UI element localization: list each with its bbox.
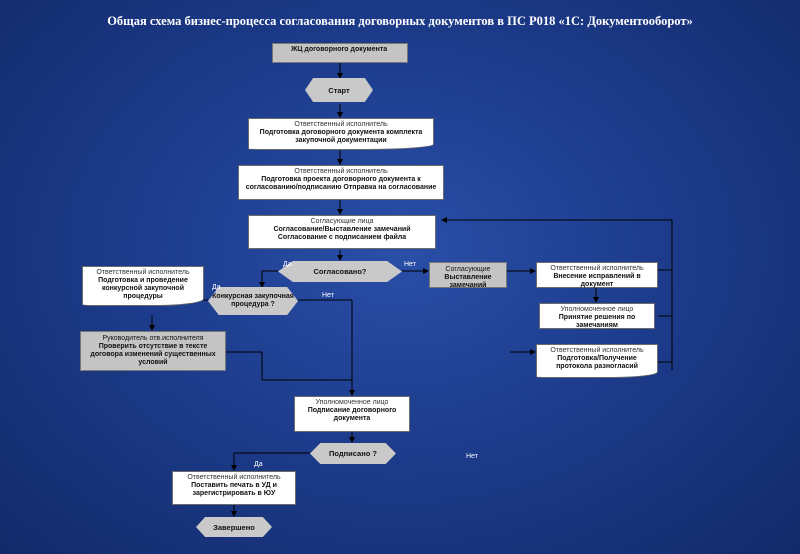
no-label: Нет [322,292,334,299]
end-node: Завершено [196,517,272,537]
step-task: Подписание договорного документа [307,407,397,422]
step-role: Ответственный исполнитель [96,269,190,276]
step-task: Подготовка договорного документа комплек… [259,129,423,144]
step-role: Уполномоченное лицо [560,306,634,313]
prepare-document-step: Ответственный исполнитель Подготовка дог… [248,118,434,150]
signed-decision: Подписано ? [310,443,396,464]
step-role: Руководитель отв.исполнителя [102,335,204,342]
yes-label: Да [212,284,221,291]
step-role: Согласующие [445,266,491,273]
step-task: Подготовка и проведение конкурсной закуп… [98,277,188,300]
step-task: Подготовка проекта договорного документа… [245,176,437,191]
step-task: Согласование/Выставление замечаний Согла… [273,226,411,241]
yes-label: Да [254,461,263,468]
step-role: Ответственный исполнитель [294,121,388,128]
tender-decision: Конкурсная закупочная процедура ? [208,287,298,315]
no-label: Нет [404,261,416,268]
check-changes-step: Руководитель отв.исполнителя Проверить о… [80,331,226,371]
start-node: Старт [305,78,373,102]
lifecycle-box: ЖЦ договорного документа [272,43,408,63]
approval-step: Согласующие лица Согласование/Выставлени… [248,215,436,249]
no-label: Нет [466,453,478,460]
page-title: Общая схема бизнес-процесса согласования… [107,14,693,28]
corrections-step: Ответственный исполнитель Внесение испра… [536,262,658,288]
step-role: Ответственный исполнитель [550,265,644,272]
signing-step: Уполномоченное лицо Подписание договорно… [294,396,410,432]
step-role: Ответственный исполнитель [294,168,388,175]
step-task: Проверить отсутствие в тексте договора и… [90,343,216,366]
step-role: Уполномоченное лицо [315,399,389,406]
step-role: Ответственный исполнитель [187,474,281,481]
step-role: Ответственный исполнитель [550,347,644,354]
step-task: Принятие решения по замечаниям [558,314,636,329]
yes-label: Да [283,261,292,268]
disagreement-protocol-step: Ответственный исполнитель Подготовка/Пол… [536,344,658,378]
remarks-step: Согласующие Выставление замечаний [429,262,507,289]
tender-procedure-step: Ответственный исполнитель Подготовка и п… [82,266,204,306]
approved-decision: Согласовано? [278,261,402,282]
stamp-register-step: Ответственный исполнитель Поставить печа… [172,471,296,505]
draft-preparation-step: Ответственный исполнитель Подготовка про… [238,165,444,200]
step-role: Согласующие лица [310,218,374,225]
step-task: Подготовка/Получение протокола разноглас… [556,355,638,370]
decision-on-remarks-step: Уполномоченное лицо Принятие решения по … [539,303,655,329]
step-task: Внесение исправлений в документ [553,273,641,288]
step-task: Выставление замечаний [444,274,492,289]
step-task: Поставить печать в УД и зарегистрировать… [191,482,277,497]
